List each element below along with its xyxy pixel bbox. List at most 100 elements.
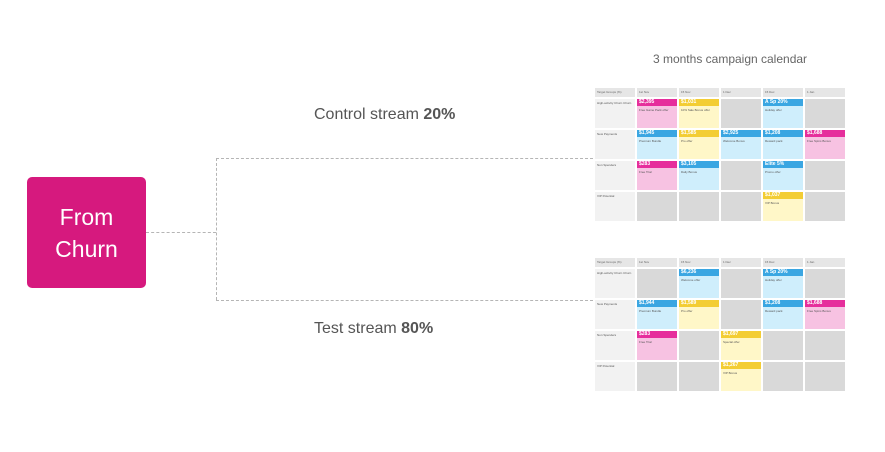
connector-vertical	[216, 158, 217, 300]
calendar-empty-slot	[721, 161, 761, 190]
campaign-card[interactable]: A Sp 20% Holiday offer	[763, 99, 803, 128]
calendar-empty-slot	[637, 192, 677, 221]
campaign-card-text: Daily Bonus	[681, 170, 698, 174]
calendar-header-cell: 1 Dec	[721, 258, 761, 267]
calendar-empty-slot	[805, 269, 845, 298]
calendar-empty-slot	[679, 192, 719, 221]
campaign-card-value: A Sp 20%	[763, 269, 803, 276]
campaign-card-value: $1,031	[679, 99, 719, 106]
calendar-header-cell: Target Groups (%)	[595, 88, 635, 97]
campaign-card-value: $1,688	[805, 130, 845, 137]
connector-test	[216, 300, 593, 301]
campaign-card[interactable]: Elite 5%Promo offer	[763, 161, 803, 190]
campaign-card-text: VIP Bonus	[765, 201, 780, 205]
campaign-card-value: $1,208	[763, 300, 803, 307]
campaign-card-text: Holiday offer	[765, 108, 782, 112]
campaign-card-text: Free Trial	[639, 340, 652, 344]
calendar-header-cell: Target Groups (%)	[595, 258, 635, 267]
calendar-empty-slot	[763, 331, 803, 360]
campaign-card-text: Holiday offer	[765, 278, 782, 282]
connector-source	[146, 232, 216, 233]
test-stream-pct: 80%	[401, 320, 434, 337]
calendar-header-cell: 1 Dec	[721, 88, 761, 97]
calendar-row-label: Non Spenders	[595, 161, 635, 190]
control-stream-pct: 20%	[423, 106, 456, 123]
calendar-header-cell: 1 Jan	[805, 258, 845, 267]
campaign-card-text: 10% Sale Bonus offer	[681, 108, 710, 112]
calendar-empty-slot	[721, 192, 761, 221]
calendar-empty-slot	[805, 99, 845, 128]
campaign-card-text: Welcome offer	[681, 278, 701, 282]
campaign-card-value: $1,589	[679, 300, 719, 307]
calendar-empty-slot	[805, 331, 845, 360]
calendar-empty-slot	[805, 362, 845, 391]
campaign-card-text: Special offer	[723, 340, 740, 344]
campaign-card-value: $283	[637, 161, 677, 168]
campaign-card-value: $1,697	[721, 331, 761, 338]
calendar-empty-slot	[805, 161, 845, 190]
calendar-empty-slot	[721, 300, 761, 329]
campaign-card-value: $1,037	[763, 192, 803, 199]
calendar-header-cell: 1st Nov	[637, 88, 677, 97]
calendar-title: 3 months campaign calendar	[652, 52, 808, 66]
campaign-card-text: Premium Bundle	[639, 139, 662, 143]
calendar-empty-slot	[721, 269, 761, 298]
campaign-card[interactable]: A Sp 20% Holiday offer	[763, 269, 803, 298]
campaign-card-text: Pro offer	[681, 139, 693, 143]
campaign-card-value: $1,208	[763, 130, 803, 137]
calendar-empty-slot	[679, 331, 719, 360]
calendar-empty-slot	[637, 362, 677, 391]
calendar-row-label: New Payments	[595, 130, 635, 159]
campaign-card-value: $1,944	[637, 300, 677, 307]
campaign-card-text: Promo offer	[765, 170, 781, 174]
calendar-row-label: High-activity Churn Churn	[595, 269, 635, 298]
calendar-header-cell: 15 Dec	[763, 88, 803, 97]
campaign-card-value: $6,236	[679, 269, 719, 276]
calendar-empty-slot	[805, 192, 845, 221]
calendar-empty-slot	[679, 362, 719, 391]
campaign-card-text: Premium Bundle	[639, 309, 662, 313]
calendar-header-cell: 15 Nov	[679, 258, 719, 267]
campaign-card-value: A Sp 20%	[763, 99, 803, 106]
campaign-card[interactable]: $1,031 10% Sale Bonus offer	[679, 99, 719, 128]
calendar-empty-slot	[637, 269, 677, 298]
campaign-card-value: $2,925	[721, 130, 761, 137]
campaign-card-value: $1,585	[679, 130, 719, 137]
test-stream-label: Test stream 80%	[314, 320, 434, 337]
from-churn-node: From Churn	[27, 177, 146, 288]
campaign-card-value: $1,267	[721, 362, 761, 369]
campaign-card-text: Reward pack	[765, 139, 783, 143]
calendar-header-cell: 1 Jan	[805, 88, 845, 97]
calendar-row-label: VIP Potential	[595, 192, 635, 221]
campaign-card-text: Reward pack	[765, 309, 783, 313]
